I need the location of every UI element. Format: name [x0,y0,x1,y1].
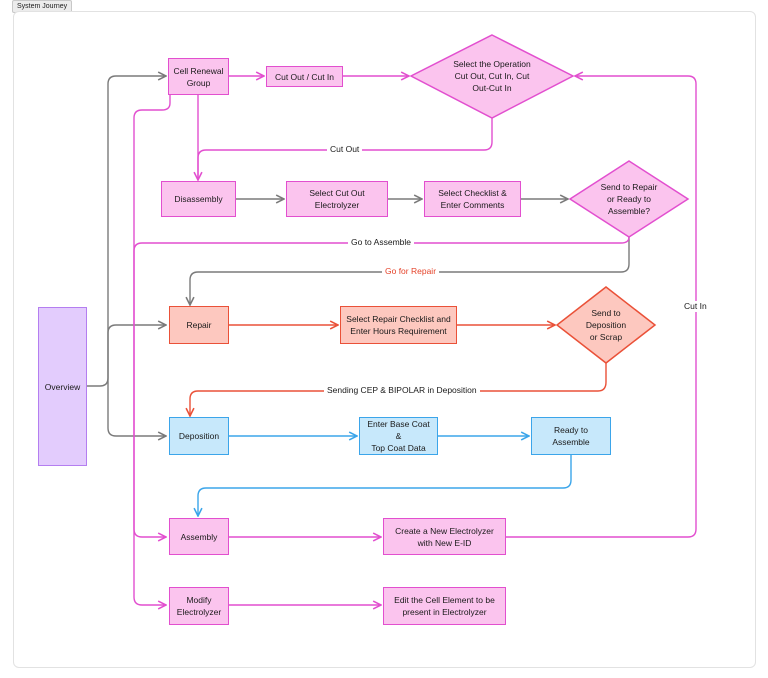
connector-overview-to-repair [107,325,166,386]
edge-label-sending-cep: Sending CEP & BIPOLAR in Deposition [324,385,480,396]
enter-coat-data-node[interactable]: Enter Base Coat & Top Coat Data [359,417,438,455]
repair-node[interactable]: Repair [169,306,229,344]
ready-to-assemble-node[interactable]: Ready to Assemble [531,417,611,455]
assembly-node[interactable]: Assembly [169,518,229,555]
connector-cell-renewal-to-modify [133,95,171,605]
connector-go-to-assemble [133,236,630,537]
decision-repair-or-assemble-shape [568,160,690,238]
overview-node[interactable]: Overview [38,307,87,466]
decision-deposition-or-scrap-shape [555,286,657,364]
select-operation-label[interactable]: Select the Operation Cut Out, Cut In, Cu… [453,59,531,93]
select-repair-checklist-node[interactable]: Select Repair Checklist and Enter Hours … [340,306,457,344]
cell-renewal-group-node[interactable]: Cell Renewal Group [168,58,229,95]
edge-label-go-to-assemble: Go to Assemble [348,237,415,248]
edge-label-go-for-repair: Go for Repair [382,266,440,277]
decision-select-operation-shape [409,34,575,119]
edit-cell-element-node[interactable]: Edit the Cell Element to be present in E… [383,587,506,625]
modify-electrolyzer-node[interactable]: Modify Electrolyzer [169,587,229,625]
disassembly-node[interactable]: Disassembly [161,181,236,217]
connector-overview-to-deposition [107,386,166,436]
edge-label-cut-in: Cut In [681,301,710,312]
deposition-node[interactable]: Deposition [169,417,229,455]
select-cut-out-electrolyzer-node[interactable]: Select Cut Out Electrolyzer [286,181,388,217]
select-checklist-node[interactable]: Select Checklist & Enter Comments [424,181,521,217]
send-deposition-scrap-label[interactable]: Send to Deposition or Scrap [585,308,627,342]
send-repair-assemble-label[interactable]: Send to Repair or Ready to Assemble? [600,182,658,216]
create-electrolyzer-node[interactable]: Create a New Electrolyzer with New E-ID [383,518,506,555]
cut-out-cut-in-node[interactable]: Cut Out / Cut In [266,66,343,87]
edge-label-cut-out: Cut Out [327,144,363,155]
connector-ready-to-assembly [198,455,572,516]
connector-overview-to-cell-renewal [87,76,166,387]
